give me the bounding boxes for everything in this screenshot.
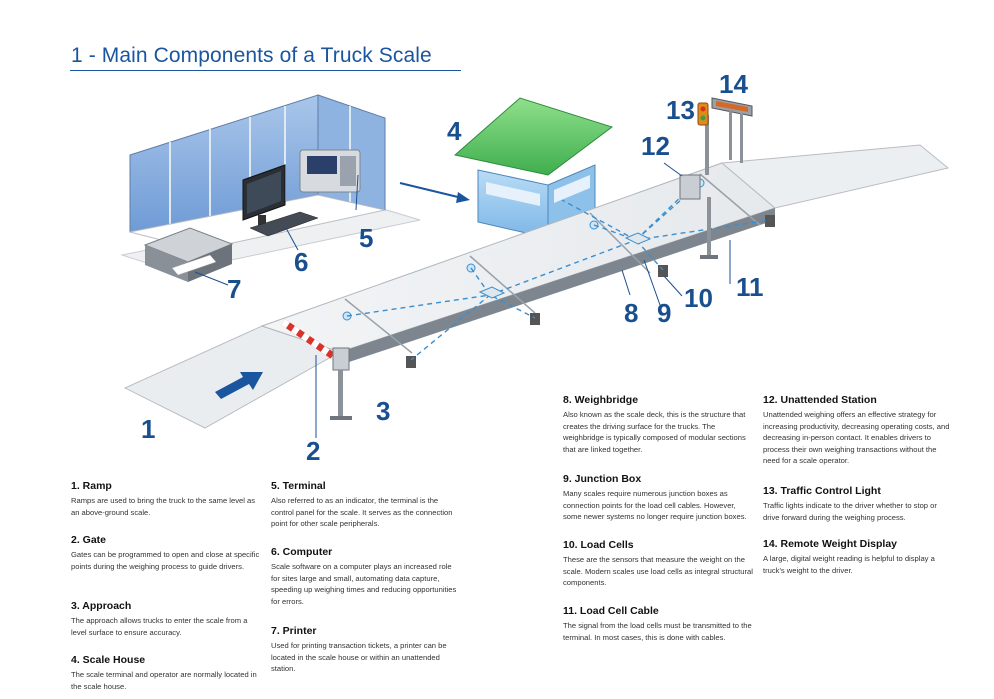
component-heading: 2. Gate [71, 534, 107, 546]
component-load-cells: 10. Load Cells These are the sensors tha… [563, 539, 753, 589]
callout-4: 4 [447, 116, 462, 146]
callout-14: 14 [719, 69, 748, 99]
callout-10: 10 [684, 283, 713, 313]
callout-1: 1 [141, 414, 155, 444]
component-ramp: 1. Ramp Ramps are used to bring the truc… [71, 480, 261, 518]
connection-arrow [399, 182, 470, 203]
component-text: Used for printing transaction tickets, a… [271, 641, 447, 673]
callout-5: 5 [359, 223, 373, 253]
callout-9: 9 [657, 298, 671, 328]
callout-6: 6 [294, 247, 308, 277]
component-heading: 12. Unattended Station [763, 394, 877, 406]
callout-11: 11 [736, 272, 764, 302]
page-title: 1 - Main Components of a Truck Scale [71, 44, 432, 67]
component-heading: 5. Terminal [271, 480, 326, 492]
component-text: A large, digital weight reading is helpf… [763, 554, 935, 575]
callout-7: 7 [227, 274, 241, 304]
component-heading: 6. Computer [271, 546, 333, 558]
component-text: Ramps are used to bring the truck to the… [71, 496, 256, 517]
component-computer: 6. Computer Scale software on a computer… [271, 546, 461, 607]
component-gate: 2. Gate Gates can be programmed to open … [71, 534, 261, 572]
component-heading: 3. Approach [71, 600, 132, 612]
component-heading: 13. Traffic Control Light [763, 485, 881, 497]
component-remote-weight-display: 14. Remote Weight Display A large, digit… [763, 538, 953, 576]
callout-12: 12 [641, 131, 670, 161]
component-text: The signal from the load cells must be t… [563, 621, 752, 642]
component-text: The approach allows trucks to enter the … [71, 616, 248, 637]
title-underline [70, 70, 461, 71]
weighbridge [260, 144, 950, 365]
component-heading: 14. Remote Weight Display [763, 538, 898, 550]
unattended-station [679, 174, 718, 259]
component-heading: 8. Weighbridge [563, 394, 639, 406]
component-text: Gates can be programmed to open and clos… [71, 550, 260, 571]
component-text: Scale software on a computer plays an in… [271, 562, 457, 606]
gate [281, 319, 352, 420]
component-unattended-station: 12. Unattended Station Unattended weighi… [763, 394, 953, 467]
component-text: Many scales require numerous junction bo… [563, 489, 747, 521]
callout-3: 3 [376, 396, 390, 426]
component-traffic-control-light: 13. Traffic Control Light Traffic lights… [763, 485, 953, 523]
component-text: Traffic lights indicate to the driver wh… [763, 501, 937, 522]
component-heading: 4. Scale House [71, 654, 146, 666]
component-heading: 10. Load Cells [563, 539, 634, 551]
callout-leaders [194, 162, 731, 438]
component-load-cell-cable: 11. Load Cell Cable The signal from the … [563, 605, 753, 643]
component-heading: 7. Printer [271, 625, 317, 637]
callout-13: 13 [666, 95, 695, 125]
component-weighbridge: 8. Weighbridge Also known as the scale d… [563, 394, 753, 455]
truck-scale-diagram: 1 2 3 4 5 6 7 8 9 10 11 12 13 14 [120, 69, 950, 460]
component-scale-house: 4. Scale House The scale terminal and op… [71, 654, 261, 692]
component-heading: 11. Load Cell Cable [563, 605, 659, 617]
component-heading: 9. Junction Box [563, 473, 642, 485]
junction-boxes [478, 232, 652, 299]
callout-2: 2 [306, 436, 320, 460]
component-printer: 7. Printer Used for printing transaction… [271, 625, 461, 675]
computer [242, 164, 319, 237]
component-text: Unattended weighing offers an effective … [763, 410, 950, 465]
traffic-light [697, 102, 709, 175]
component-text: The scale terminal and operator are norm… [71, 670, 257, 691]
printer [143, 227, 234, 282]
component-terminal: 5. Terminal Also referred to as an indic… [271, 480, 461, 530]
component-text: Also referred to as an indicator, the te… [271, 496, 453, 528]
driving-direction-arrow [215, 372, 263, 399]
remote-weight-display [711, 97, 753, 163]
component-text: These are the sensors that measure the w… [563, 555, 753, 587]
component-approach: 3. Approach The approach allows trucks t… [71, 600, 261, 638]
component-junction-box: 9. Junction Box Many scales require nume… [563, 473, 753, 523]
component-text: Also known as the scale deck, this is th… [563, 410, 746, 454]
callout-8: 8 [624, 298, 638, 328]
terminal-indicator [299, 149, 361, 193]
component-heading: 1. Ramp [71, 480, 112, 492]
